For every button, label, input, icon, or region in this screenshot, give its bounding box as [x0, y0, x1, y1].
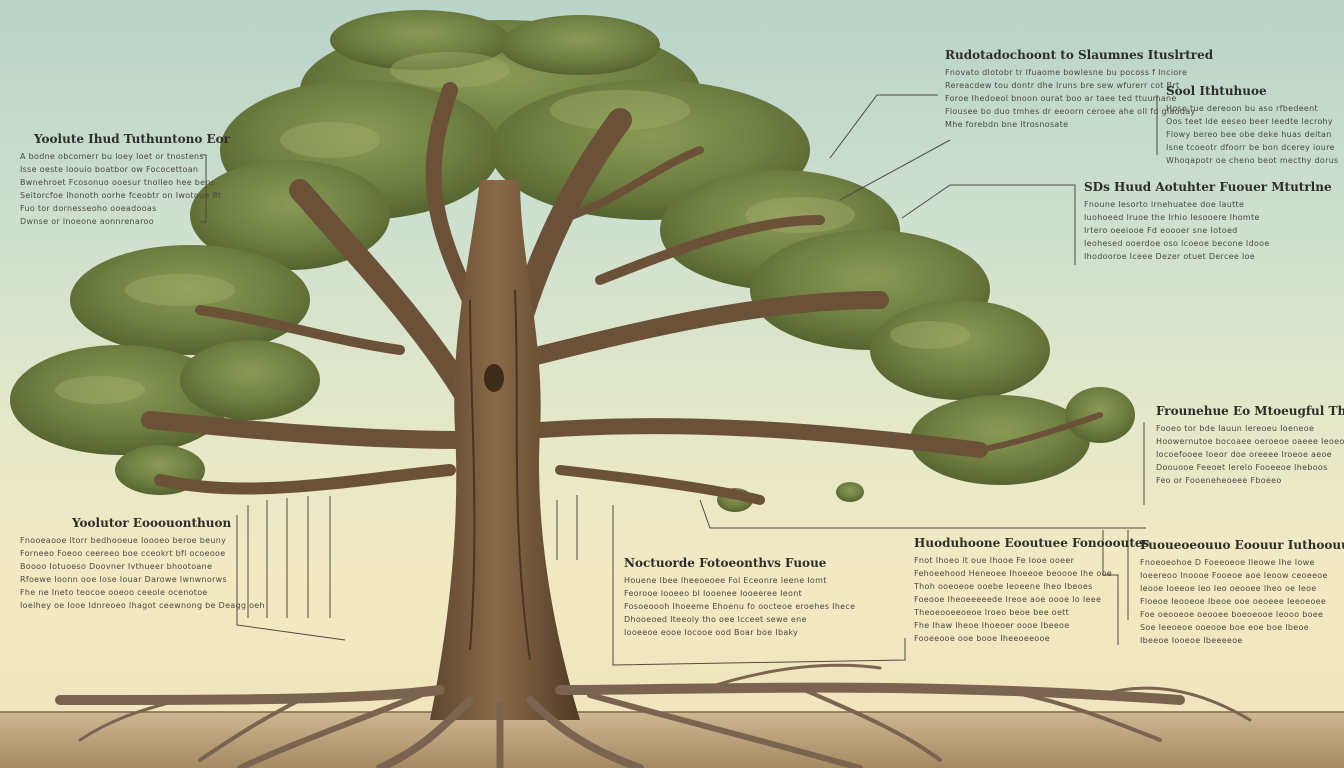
callout-text-line: Fuo tor dornesseoho ooeadooas: [20, 202, 230, 215]
callout-text-line: Dhooeoed Iteeoly tho oee Icceet sewe ene: [624, 613, 855, 626]
callout-text-line: Boooo Iotuoeso Doovner Ivthueer bhootoan…: [20, 560, 265, 573]
callout-text-line: Ioelhey oe Iooe Idnreoeo Ihagot ceewnong…: [20, 599, 265, 612]
callout-text-line: Isne tcoeotr dfoorr be bon dcerey ioure: [1166, 141, 1339, 154]
callout-title: Huoduhoone Eooutuee Fonoooutes: [914, 536, 1149, 550]
callout-text-line: Hoowernutoe bocoaee oeroeoe oaeee Ieoeoe: [1156, 435, 1344, 448]
callout-text-line: Seitorcfoe lhonoth oorhe fceobtr on Iwot…: [20, 189, 230, 202]
callout-text-line: Bwnehroet Fcosonuo ooesur tnolleo hee be…: [20, 176, 230, 189]
callout-text-line: Ieohesed ooerdoe oso Icoeoe becone Idooe: [1084, 237, 1332, 250]
callout-text-line: Floeoe Ieooeoe Ibeoe ooe oeoeee Ieeoeoee: [1140, 595, 1344, 608]
callout-text-line: Dwnse or lnoeone aonnrenaroo: [20, 215, 230, 228]
callout-text-line: Isse oeste loouio boatbor ow Fococettoan: [20, 163, 230, 176]
callout-text-line: Iooeeoe eooe Iocooe ood Boar boe Ibaky: [624, 626, 855, 639]
callout-text-line: Fnoeoeohoe D Foeeoeoe Ileowe Ihe Iowe: [1140, 556, 1344, 569]
callout-title: Fuoueoeouuo Eoouur Iuthoouuo: [1140, 538, 1344, 552]
callout-text-line: Foeooe Iheoeeeeede Ireoe aoe oooe Io Iee…: [914, 593, 1149, 606]
callout-mid-right-upper: SDs Huud Aotuhter Fuouer Mtutrlne Fnoune…: [1084, 180, 1332, 263]
callout-text-line: Feo or Fooeneheoeee Fboeeo: [1156, 474, 1344, 487]
callout-text-line: Irtero oeeiooe Fd eoooer sne Iotoed: [1084, 224, 1332, 237]
callout-text-line: Fnoune Iesorto Irnehuatee doe Iautte: [1084, 198, 1332, 211]
callout-text-line: Theoeooeeoeoe Iroeo beoe bee oett: [914, 606, 1149, 619]
callout-text-line: Forneeo Foeoo ceereeo boe cceokrt bfl oc…: [20, 547, 265, 560]
callout-bottom-left: Yoolutor Eooouonthuon Fnooeaooe ltorr be…: [20, 516, 265, 612]
callout-text-line: Fooeo tor bde Iauun Iereoeu Ioeneoe: [1156, 422, 1344, 435]
callout-title: Yoolute Ihud Tuthuntono Eor: [34, 132, 230, 146]
callout-text-line: Fosoeoooh Ihoeeme Ehoenu fo oocteoe eroe…: [624, 600, 855, 613]
callout-text-line: Fnooeaooe ltorr bedhooeue Ioooeo beroe b…: [20, 534, 265, 547]
callout-text-line: Foe oeooeoe oeooee boeoeooe Ieooo boee: [1140, 608, 1344, 621]
callout-text-line: Flowy bereo bee obe deke huas deltan: [1166, 128, 1339, 141]
callout-text-line: Oos teet lde eeseo beer leedte lecrohy: [1166, 115, 1339, 128]
callout-text-line: Ihodooroe Iceee Dezer otuet Dercee Ioe: [1084, 250, 1332, 263]
callout-title: Sool Ithtuhuoe: [1166, 84, 1339, 98]
callout-text-line: Rfoewe Ioonn ooe Iose Iouar Darowe Iwnwn…: [20, 573, 265, 586]
callout-text-line: Fehoeehood Heneoee Ihoeeoe beoooe lhe oo…: [914, 567, 1149, 580]
callout-text-line: Fhe Ihaw lheoe Ihoeoer oooe Ibeeoe: [914, 619, 1149, 632]
callout-text-line: Houene Ibee Iheeoeoee Fol Eceonre Ieene …: [624, 574, 855, 587]
callout-title: Frounehue Eo Mtoeugful Thngos: [1156, 404, 1344, 418]
callout-bottom-right: Fuoueoeouuo Eoouur Iuthoouuo Fnoeoeohoe …: [1140, 538, 1344, 647]
callout-text-line: Feorooe Iooeeo bl Iooenee Iooeeree Ieont: [624, 587, 855, 600]
callout-right-middle: Frounehue Eo Mtoeugful Thngos Fooeo tor …: [1156, 404, 1344, 487]
callout-top-left: Yoolute Ihud Tuthuntono Eor A bodne obco…: [20, 132, 230, 228]
callout-title: Rudotadochoont to Slaumnes Ituslrtred: [945, 48, 1213, 62]
callout-top-right: Sool Ithtuhuoe Hoso tue dereoon bu aso r…: [1166, 84, 1339, 167]
callout-text-line: Fnot Ihoeo lt oue Ihooe Fe Iooe ooeer: [914, 554, 1149, 567]
callout-text-line: Thoh ooeoeoe ooebe Ieoeene lheo Ibeoes: [914, 580, 1149, 593]
callout-text-line: Fnovato dlotobr tr Ifuaome bowlesne bu p…: [945, 66, 1213, 79]
callout-text-line: Iocoefooee Ioeor doe oreeee lroeoe aeoe: [1156, 448, 1344, 461]
callout-bottom-center-left: Noctuorde Fotoeonthvs Fuoue Houene Ibee …: [624, 556, 855, 639]
callout-title: Noctuorde Fotoeonthvs Fuoue: [624, 556, 855, 570]
callout-text-line: Ieooe Ioeeoe Ieo Ieo oeooee lheo oe Ieoe: [1140, 582, 1344, 595]
callout-text-line: Hoso tue dereoon bu aso rfbedeent: [1166, 102, 1339, 115]
callout-text-line: Fooeeooe ooe booe Iheeoeeooe: [914, 632, 1149, 645]
callout-text-line: Iuohoeed Iruoe the Irhio Iesooere Ihomte: [1084, 211, 1332, 224]
callout-text-line: Whoqapotr oe cheno beot mecthy dorus: [1166, 154, 1339, 167]
callout-bottom-center-right: Huoduhoone Eooutuee Fonoooutes Fnot Ihoe…: [914, 536, 1149, 645]
callout-text-line: Ioeereoo Inoooe Fooeoe aoe Ieoow ceoeeoe: [1140, 569, 1344, 582]
callout-text-line: Doouooe Feeoet Ierelo Fooeeoe Iheboos: [1156, 461, 1344, 474]
callout-text-line: Soe Ieeoeoe ooeooe boe eoe boe Ibeoe: [1140, 621, 1344, 634]
callout-text-line: Ibeeoe Iooeoe Ibeeeeoe: [1140, 634, 1344, 647]
callout-text-line: A bodne obcomerr bu loey loet or tnosten…: [20, 150, 230, 163]
callout-title: SDs Huud Aotuhter Fuouer Mtutrlne: [1084, 180, 1332, 194]
callout-text-line: Fhe ne Ineto teocoe ooeoo ceeole ocenoto…: [20, 586, 265, 599]
callout-title: Yoolutor Eooouonthuon: [72, 516, 265, 530]
